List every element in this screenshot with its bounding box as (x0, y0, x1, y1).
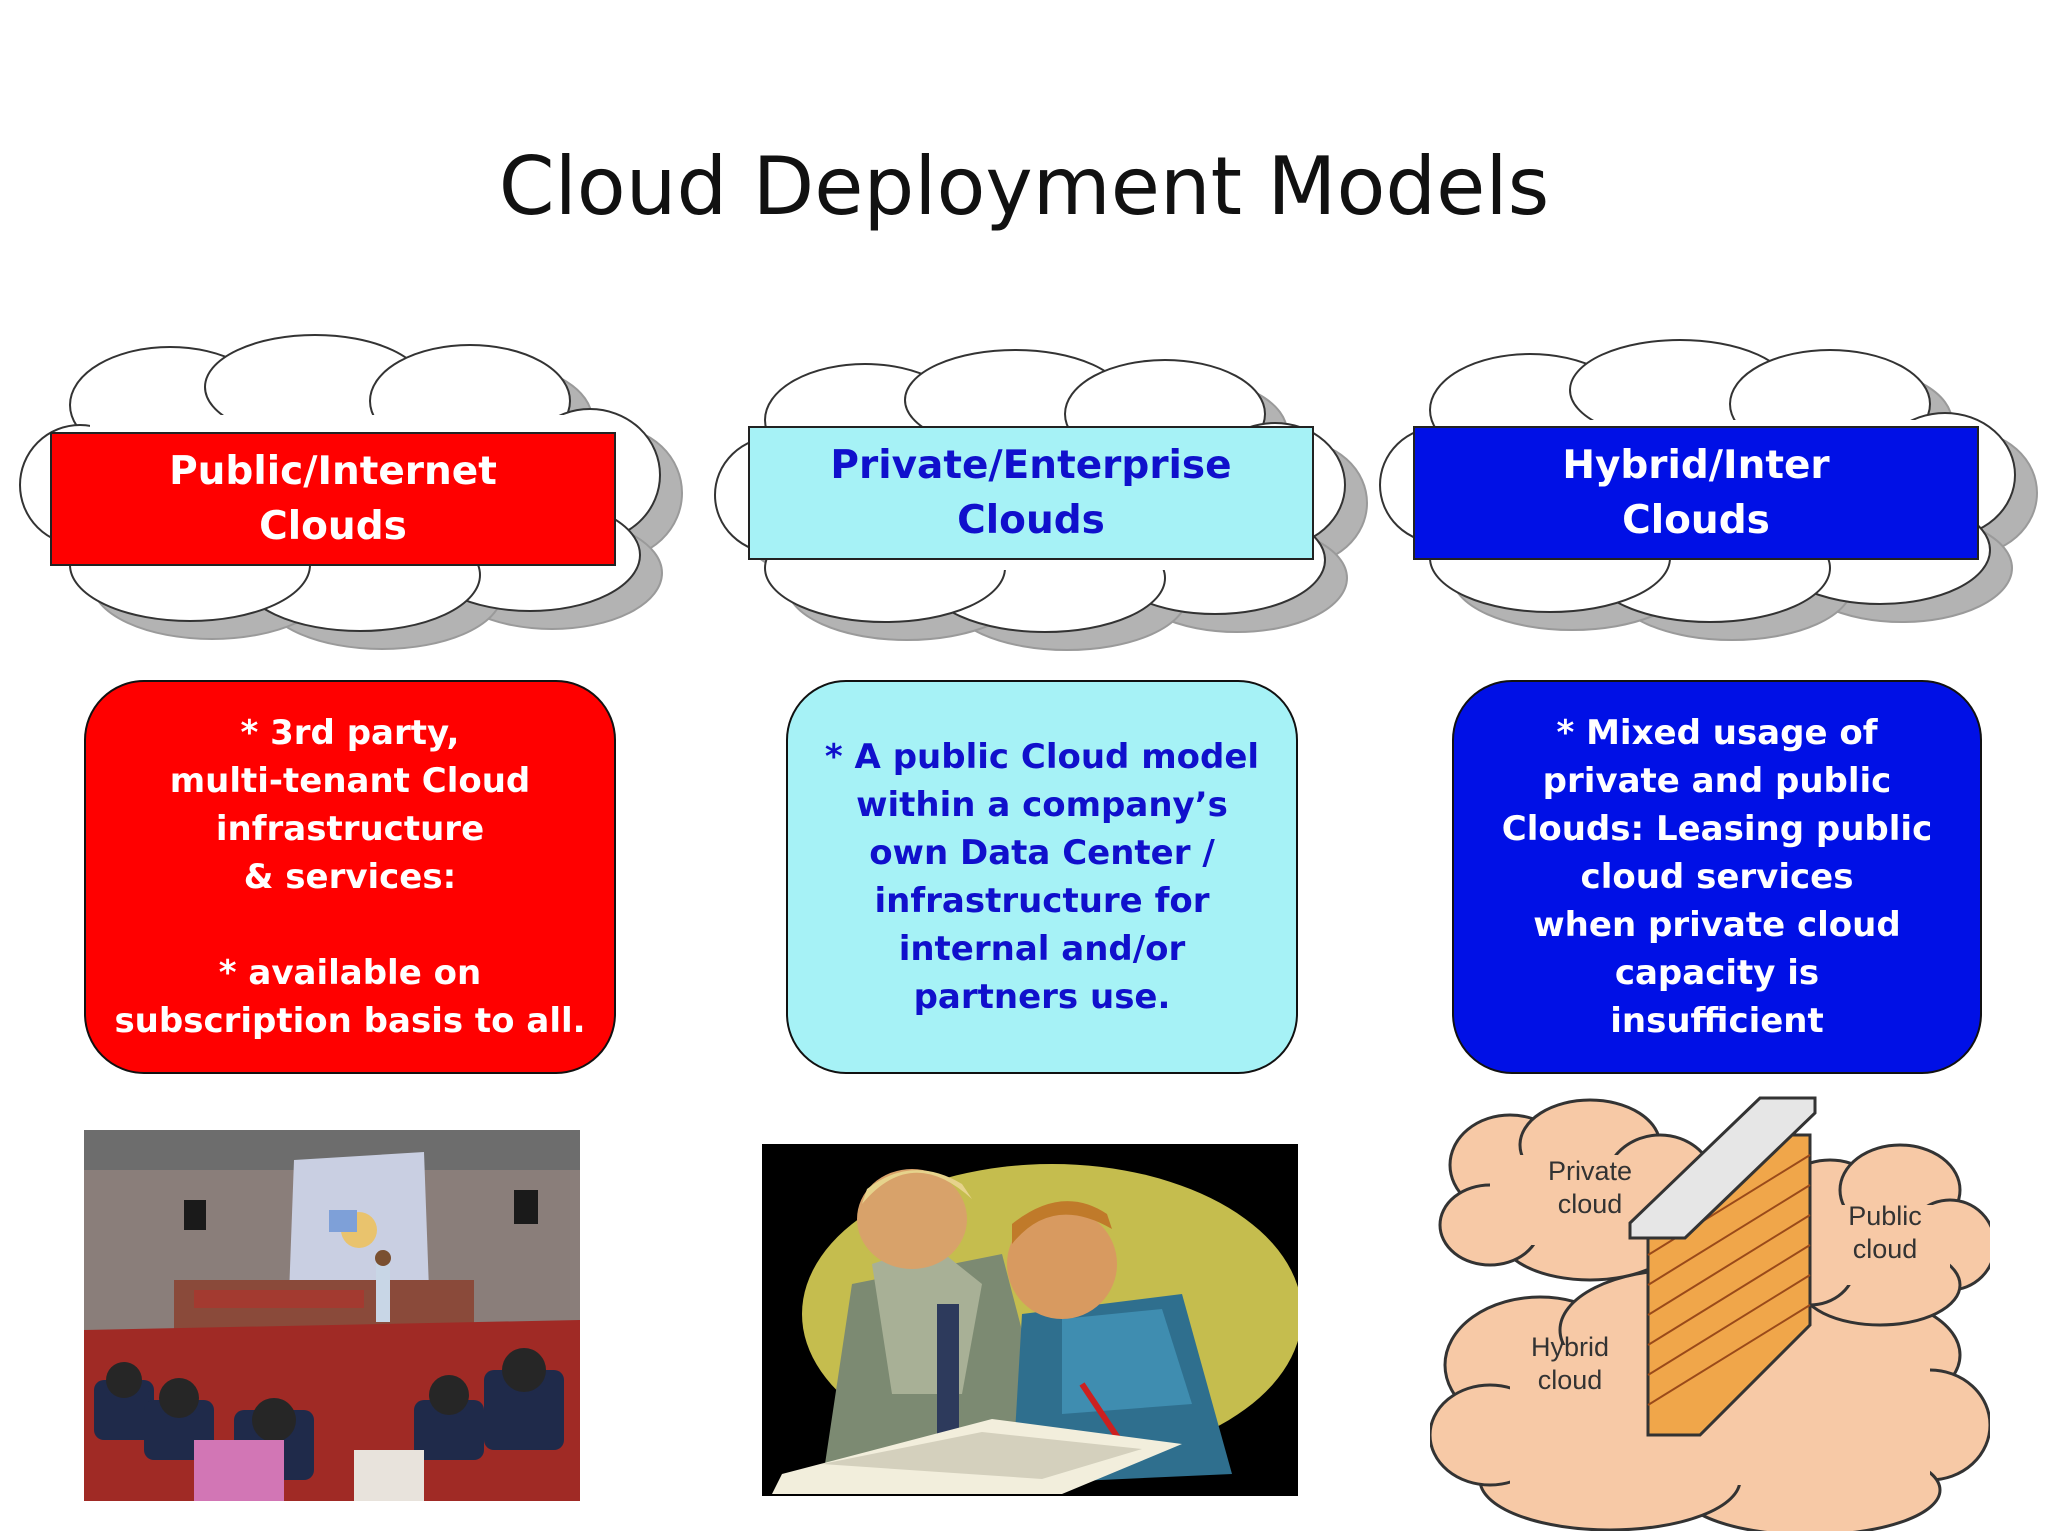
two-men-reviewing-documents-clipart (762, 1144, 1298, 1496)
private-cloud-label: Private cloud (1547, 1156, 1633, 1219)
hybrid-cloud-label: Hybrid cloud (1530, 1332, 1610, 1395)
hybrid-cloud-header: Hybrid/Inter Clouds (1413, 426, 1979, 560)
private-cloud-header: Private/Enterprise Clouds (748, 426, 1314, 560)
private-cloud-description: * A public Cloud model within a company’… (786, 680, 1298, 1074)
auditorium-presentation-photo (84, 1130, 580, 1501)
clouds-with-firewall-diagram: Private cloud Public cloud Hybrid cloud (1430, 1095, 1990, 1531)
slide-title: Cloud Deployment Models (498, 140, 1550, 233)
public-cloud-description: * 3rd party, multi-tenant Cloud infrastr… (84, 680, 616, 1074)
public-cloud-header: Public/Internet Clouds (50, 432, 616, 566)
public-cloud-label: Public cloud (1848, 1201, 1922, 1264)
hybrid-cloud-description: * Mixed usage of private and public Clou… (1452, 680, 1982, 1074)
